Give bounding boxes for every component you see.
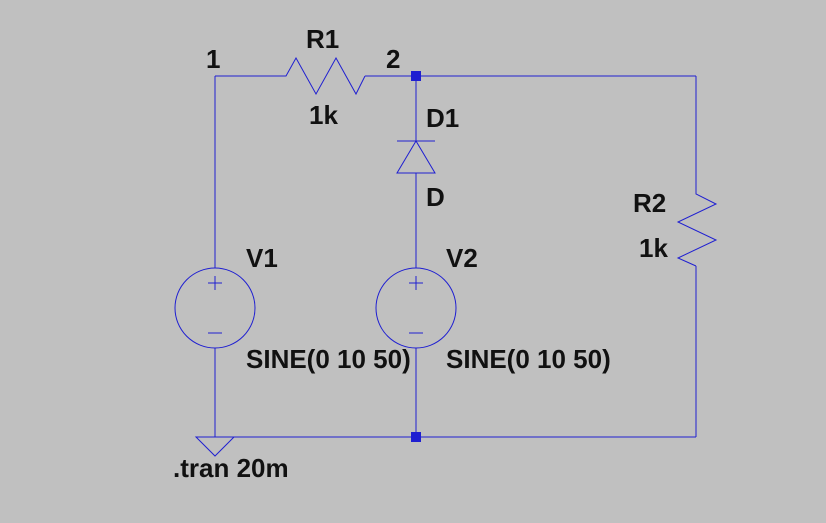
resistor-r1-symbol[interactable]	[278, 56, 366, 96]
v2-name-label[interactable]: V2	[446, 243, 478, 273]
node-label-1[interactable]: 1	[206, 44, 220, 74]
resistor-r2-symbol[interactable]	[676, 186, 718, 267]
diode-d1-symbol[interactable]	[396, 140, 436, 174]
voltage-source-v1-symbol[interactable]	[174, 267, 256, 349]
junction-ground[interactable]	[411, 432, 421, 442]
junction-node2[interactable]	[411, 71, 421, 81]
wires	[214, 75, 697, 438]
ground-icon[interactable]	[194, 436, 236, 457]
spice-directive[interactable]: .tran 20m	[173, 453, 289, 483]
d1-name-label[interactable]: D1	[426, 103, 459, 133]
v1-name-label[interactable]: V1	[246, 243, 278, 273]
v1-value-label[interactable]: SINE(0 10 50)	[246, 344, 411, 374]
r1-name-label[interactable]: R1	[306, 24, 339, 54]
d1-model-label[interactable]: D	[426, 182, 445, 212]
voltage-source-v2-symbol[interactable]	[375, 267, 457, 349]
r2-name-label[interactable]: R2	[633, 188, 666, 218]
r1-value-label[interactable]: 1k	[309, 100, 338, 130]
node-label-2[interactable]: 2	[386, 44, 400, 74]
r2-value-label[interactable]: 1k	[639, 233, 668, 263]
v2-value-label[interactable]: SINE(0 10 50)	[446, 344, 611, 374]
